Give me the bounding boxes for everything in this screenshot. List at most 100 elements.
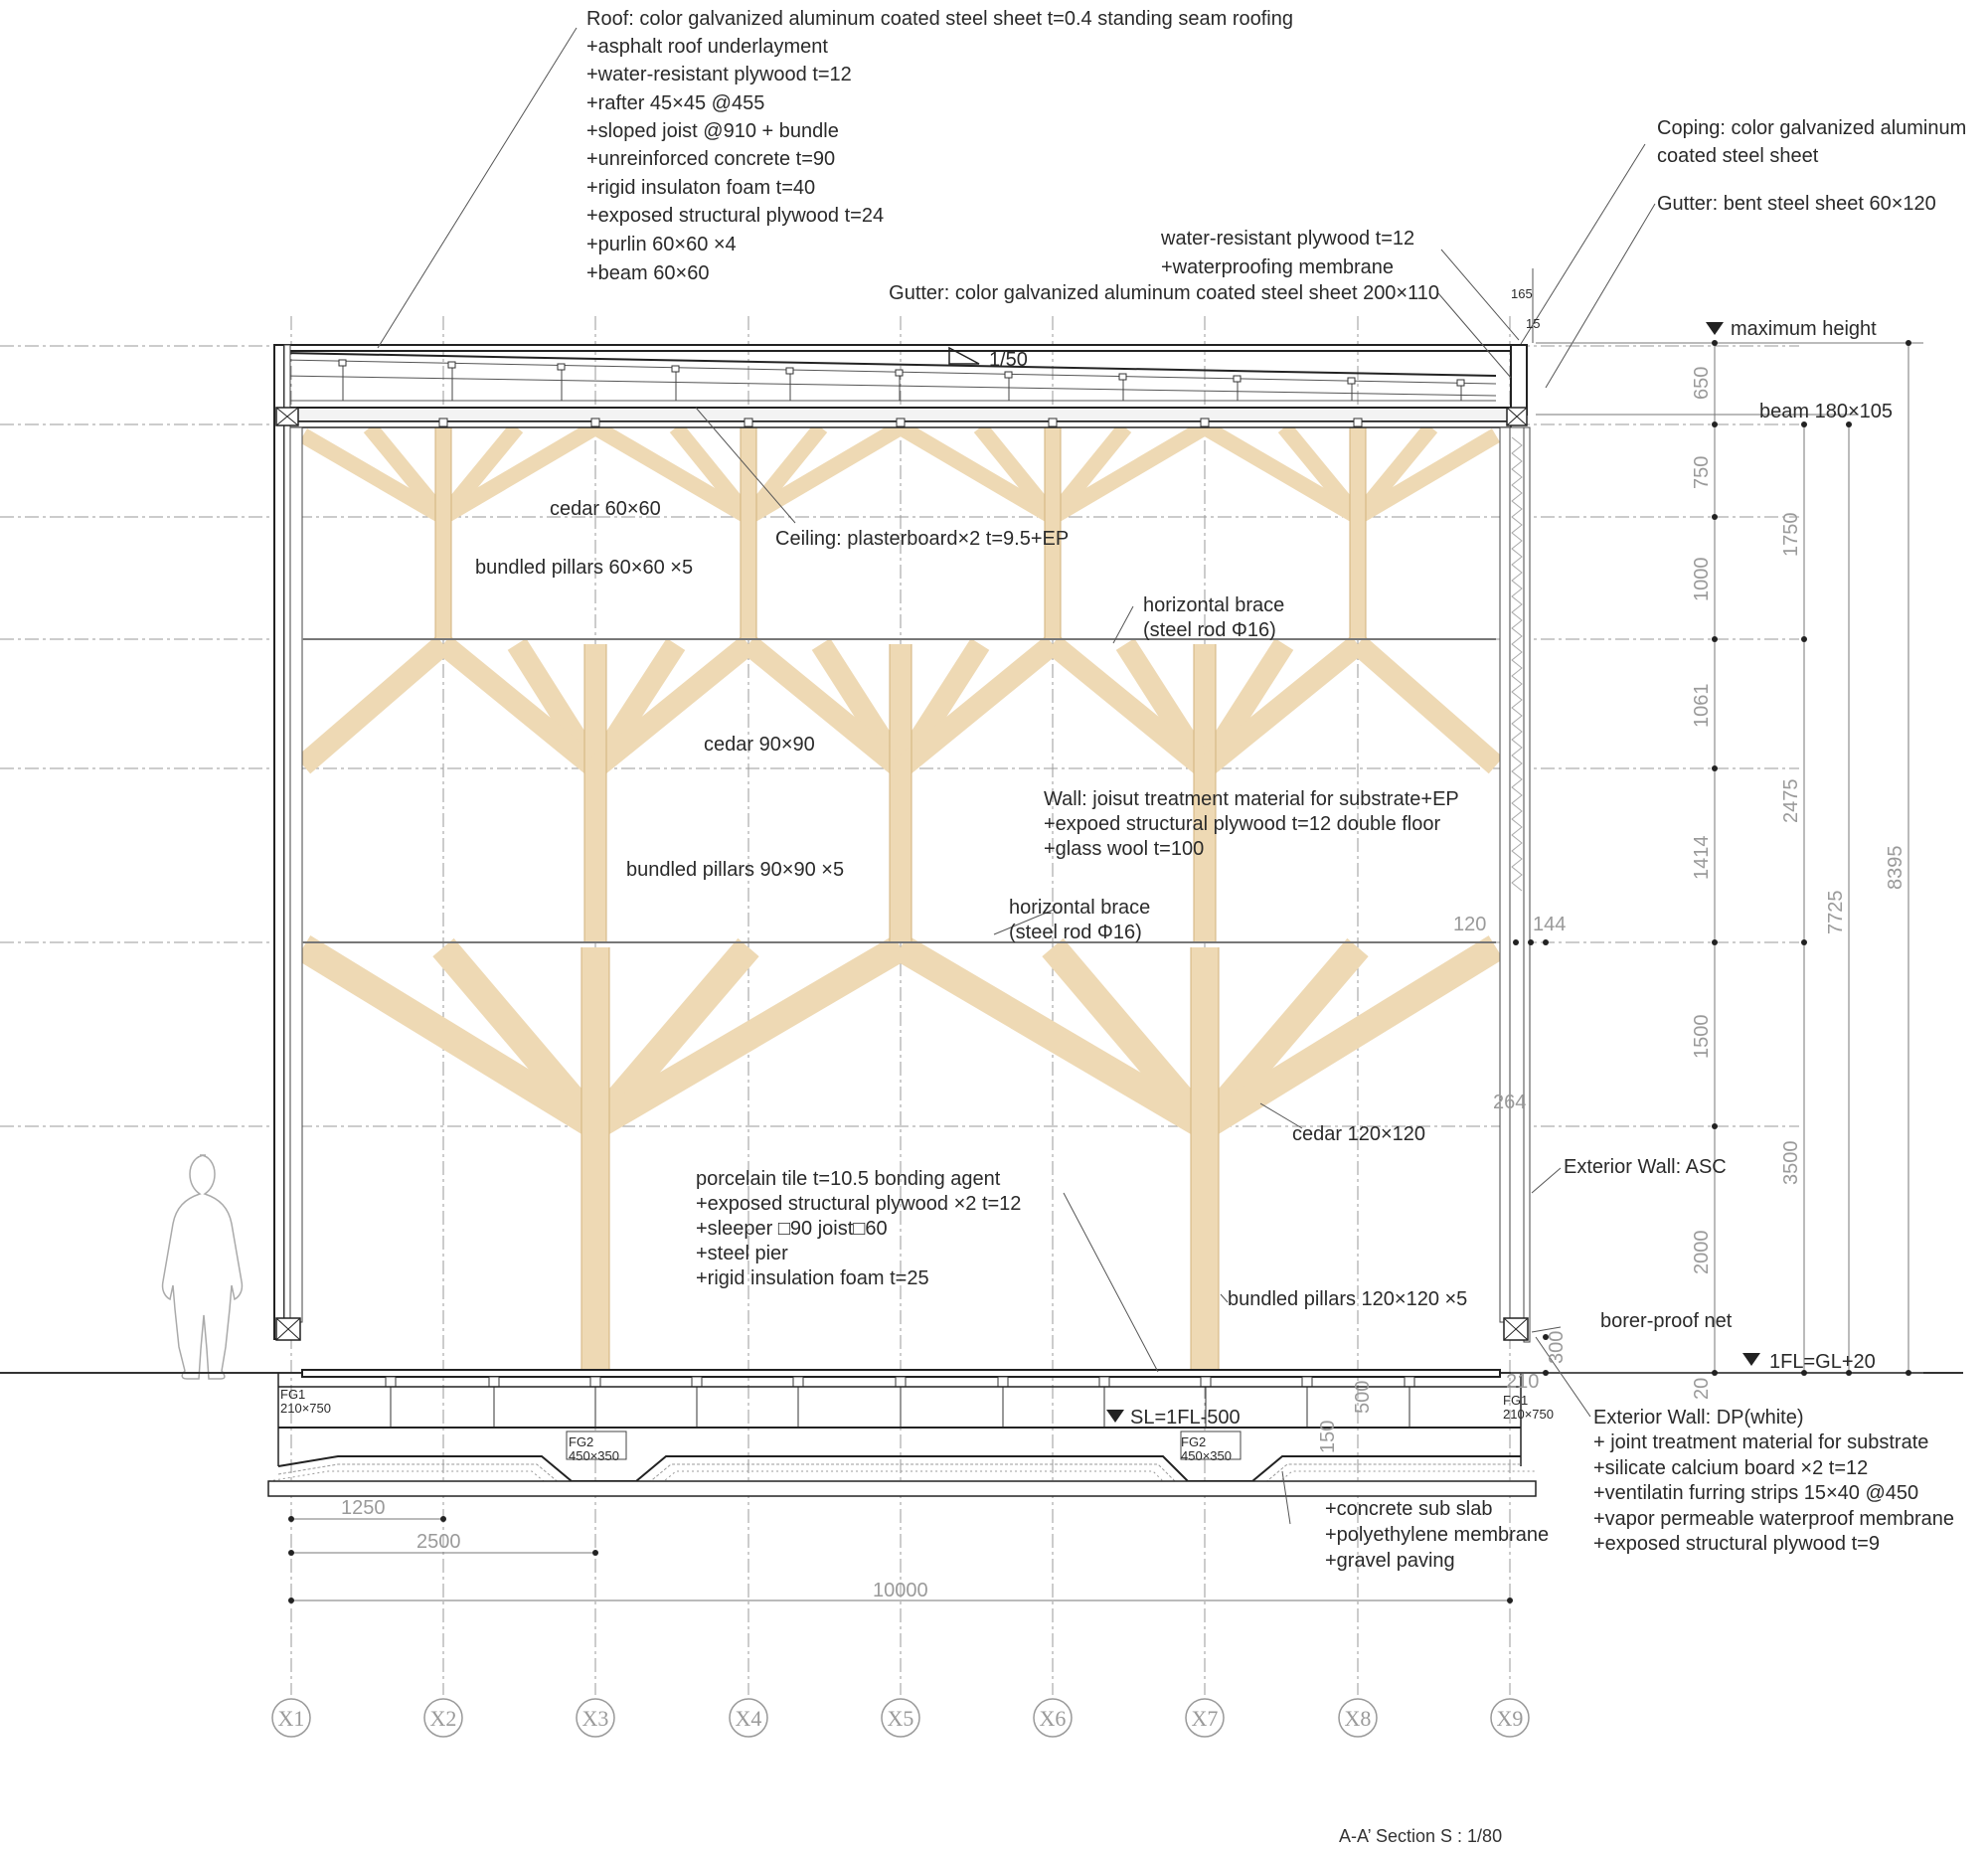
roof-spec-line: +sloped joist @910 + bundle bbox=[586, 120, 839, 142]
floor-spec-line: porcelain tile t=10.5 bonding agent bbox=[696, 1168, 1001, 1190]
borer-net-label: borer-proof net bbox=[1600, 1310, 1733, 1332]
dim-500: 500 bbox=[1352, 1381, 1374, 1414]
axis-label-x7: X7 bbox=[1192, 1706, 1219, 1731]
dim-264: 264 bbox=[1493, 1092, 1526, 1113]
dim-120: 120 bbox=[1453, 914, 1486, 935]
dim-2475: 2475 bbox=[1780, 779, 1802, 824]
fg2-b-label: FG2 bbox=[1181, 1434, 1206, 1449]
dim-20: 20 bbox=[1691, 1378, 1713, 1400]
fl-marker-icon bbox=[1742, 1353, 1760, 1366]
axis-label-x1: X1 bbox=[278, 1706, 305, 1731]
dim-300: 300 bbox=[1546, 1331, 1568, 1364]
ext-wall-asc-label: Exterior Wall: ASC bbox=[1564, 1156, 1727, 1178]
wall-spec-line: +expoed structural plywood t=12 double f… bbox=[1044, 813, 1440, 835]
dim-1061: 1061 bbox=[1691, 684, 1713, 729]
roof-spec-block: Roof: color galvanized aluminum coated s… bbox=[586, 8, 1293, 284]
wall-spec-line: +glass wool t=100 bbox=[1044, 838, 1204, 860]
wall-spec-line: Wall: joisut treatment material for subs… bbox=[1044, 788, 1459, 810]
dim-3500: 3500 bbox=[1780, 1141, 1802, 1186]
brace1-label: horizontal brace bbox=[1143, 594, 1284, 616]
pillar-edges bbox=[434, 427, 1367, 1372]
sl-marker-icon bbox=[1106, 1410, 1124, 1423]
axis-bubbles bbox=[271, 1698, 1530, 1738]
axis-label-x2: X2 bbox=[430, 1706, 457, 1731]
ext-wall-dp-line: +ventilatin furring strips 15×40 @450 bbox=[1593, 1482, 1918, 1504]
bottom-dimension-ticks bbox=[288, 1516, 1513, 1603]
dim-150: 150 bbox=[1317, 1421, 1339, 1453]
sl-label: SL=1FL-500 bbox=[1130, 1407, 1241, 1429]
bottom-dimension-lines bbox=[291, 1518, 1510, 1601]
floor-spec-line: +exposed structural plywood ×2 t=12 bbox=[696, 1193, 1021, 1215]
ceiling-label: Ceiling: plasterboard×2 t=9.5+EP bbox=[775, 528, 1069, 550]
max-height-label: maximum height bbox=[1731, 318, 1877, 340]
left-wall bbox=[273, 344, 303, 1341]
slab-spec-line: +gravel paving bbox=[1325, 1550, 1455, 1572]
gutter-steel-label: Gutter: bent steel sheet 60×120 bbox=[1657, 193, 1936, 215]
fg2-b-size: 450×350 bbox=[1181, 1448, 1232, 1463]
dim-8395: 8395 bbox=[1885, 846, 1906, 891]
roof-spec-line: +asphalt roof underlayment bbox=[586, 36, 828, 58]
floor-spec-line: +steel pier bbox=[696, 1243, 788, 1264]
brace1-label: (steel rod Φ16) bbox=[1143, 619, 1276, 641]
axis-label-x3: X3 bbox=[582, 1706, 609, 1731]
coping-label: Coping: color galvanized aluminum bbox=[1657, 117, 1966, 139]
dim-165: 165 bbox=[1511, 286, 1533, 301]
roof-spec-line: +unreinforced concrete t=90 bbox=[586, 148, 835, 170]
slab-spec-line: +concrete sub slab bbox=[1325, 1498, 1492, 1520]
pillars60-label: bundled pillars 60×60 ×5 bbox=[475, 557, 693, 579]
ext-wall-dp-line: +exposed structural plywood t=9 bbox=[1593, 1533, 1880, 1555]
fg1-left-label: FG1 bbox=[280, 1387, 305, 1402]
roof-spec-line: Roof: color galvanized aluminum coated s… bbox=[586, 8, 1293, 30]
slab-spec-block: +concrete sub slab +polyethylene membran… bbox=[1325, 1498, 1549, 1572]
coping-label: coated steel sheet bbox=[1657, 145, 1819, 167]
pillars120-label: bundled pillars 120×120 ×5 bbox=[1228, 1288, 1467, 1310]
beam-label: beam 180×105 bbox=[1759, 401, 1893, 422]
dim-1000: 1000 bbox=[1691, 558, 1713, 602]
brace2-label: horizontal brace bbox=[1009, 897, 1150, 919]
dim-210: 210 bbox=[1506, 1371, 1539, 1393]
dim-1500: 1500 bbox=[1691, 1015, 1713, 1060]
floor-spec-line: +rigid insulation foam t=25 bbox=[696, 1267, 929, 1289]
timber-structure bbox=[295, 421, 1504, 1372]
right-wall bbox=[1499, 344, 1531, 1343]
tier1-trees bbox=[298, 421, 1501, 639]
fg1-right-size: 210×750 bbox=[1503, 1407, 1554, 1422]
axis-label-x8: X8 bbox=[1345, 1706, 1372, 1731]
dim-144: 144 bbox=[1533, 914, 1566, 935]
parapet-spec: water-resistant plywood t=12 bbox=[1160, 228, 1414, 250]
section-title: A-A’ Section S : 1/80 bbox=[1339, 1826, 1502, 1846]
axis-label-x5: X5 bbox=[888, 1706, 914, 1731]
dim-1414: 1414 bbox=[1691, 836, 1713, 881]
right-dims-col1: 650 750 1000 1061 1414 1500 2000 20 bbox=[1691, 367, 1713, 1400]
cedar90-label: cedar 90×90 bbox=[704, 734, 815, 756]
roof-spec-line: +exposed structural plywood t=24 bbox=[586, 205, 884, 227]
ext-wall-dp-line: +vapor permeable waterproof membrane bbox=[1593, 1508, 1954, 1530]
roof-spec-line: +purlin 60×60 ×4 bbox=[586, 234, 737, 255]
axis-label-x4: X4 bbox=[736, 1706, 762, 1731]
ext-wall-dp-line: + joint treatment material for substrate bbox=[1593, 1431, 1928, 1453]
gutter-alu-label: Gutter: color galvanized aluminum coated… bbox=[889, 282, 1439, 304]
axis-label-x6: X6 bbox=[1040, 1706, 1067, 1731]
ext-wall-dp-line: +silicate calcium board ×2 t=12 bbox=[1593, 1457, 1868, 1479]
dim-15: 15 bbox=[1526, 316, 1540, 331]
parapet-spec: +waterproofing membrane bbox=[1161, 256, 1394, 278]
tier2-trees bbox=[295, 635, 1504, 942]
roof-assembly bbox=[273, 344, 1528, 428]
ext-wall-dp-line: Exterior Wall: DP(white) bbox=[1593, 1407, 1804, 1429]
cedar120-label: cedar 120×120 bbox=[1292, 1123, 1425, 1145]
dim-1750: 1750 bbox=[1780, 513, 1802, 558]
max-height-marker-icon bbox=[1706, 322, 1724, 335]
right-dims-col2: 1750 2475 3500 bbox=[1780, 513, 1802, 1186]
dim-2500: 2500 bbox=[416, 1531, 461, 1553]
floor-spec-block: porcelain tile t=10.5 bonding agent +exp… bbox=[696, 1168, 1021, 1289]
dimension-ticks bbox=[1513, 340, 1911, 1376]
dim-1250: 1250 bbox=[341, 1497, 386, 1519]
fg1-right-label: FG1 bbox=[1503, 1393, 1528, 1408]
dim-10000: 10000 bbox=[873, 1580, 928, 1601]
fg2-a-size: 450×350 bbox=[569, 1448, 619, 1463]
dim-650: 650 bbox=[1691, 367, 1713, 400]
fg2-a-label: FG2 bbox=[569, 1434, 593, 1449]
pillars90-label: bundled pillars 90×90 ×5 bbox=[626, 859, 844, 881]
tier3-trees bbox=[295, 934, 1504, 1372]
